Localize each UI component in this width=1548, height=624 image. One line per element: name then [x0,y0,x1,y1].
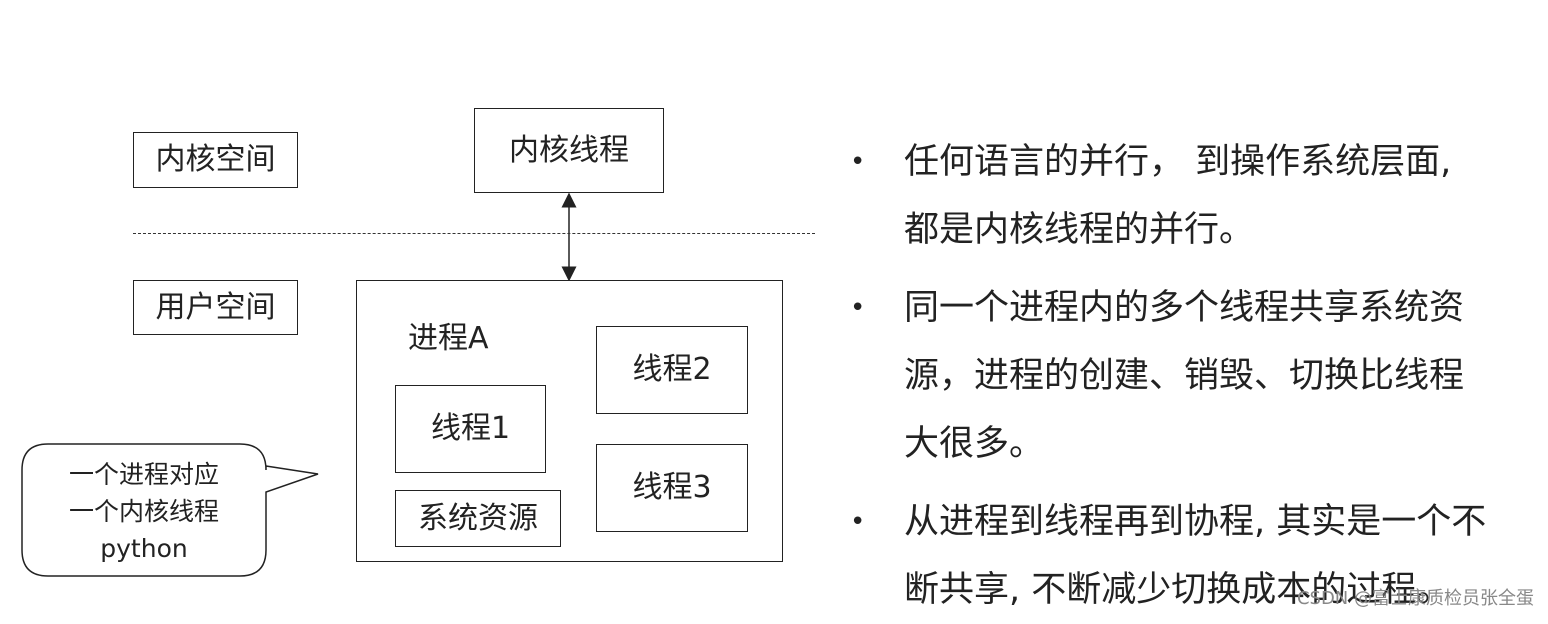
user-space-box: 用户空间 [133,280,298,335]
kernel-thread-label: 内核线程 [509,132,629,168]
kernel-user-divider [133,233,815,234]
callout-text: 一个进程对应 一个内核线程 python [22,456,266,567]
bullet-item: • 从进程到线程再到协程, 其实是一个不断共享, 不断减少切换成本的过程。 [850,488,1490,624]
kernel-thread-box: 内核线程 [474,108,664,193]
kernel-space-box: 内核空间 [133,132,298,188]
bullet-dot-icon: • [850,293,866,323]
thread2-box: 线程2 [596,326,748,414]
bullet-item: • 同一个进程内的多个线程共享系统资源，进程的创建、销毁、切换比线程大很多。 [850,274,1490,478]
callout-line-3: python [100,534,188,563]
bullet-dot-icon: • [850,507,866,537]
thread3-box: 线程3 [596,444,748,532]
thread1-box: 线程1 [395,385,546,473]
thread1-label: 线程1 [430,411,511,446]
callout-bubble [21,443,319,577]
system-resources-label: 系统资源 [418,500,538,536]
thread2-label: 线程2 [632,352,712,387]
thread3-label: 线程3 [632,470,712,505]
bullet-text: 从进程到线程再到协程, 其实是一个不断共享, 不断减少切换成本的过程。 [904,502,1487,610]
kernel-space-label: 内核空间 [155,142,276,177]
bullet-dot-icon: • [850,147,866,177]
system-resources-box: 系统资源 [395,490,561,547]
callout-line-1: 一个进程对应 [68,460,219,489]
watermark: CSDN @富士康质检员张全蛋 [1296,588,1534,609]
bullet-item: • 任何语言的并行， 到操作系统层面, 都是内核线程的并行。 [850,128,1490,264]
bullet-text: 任何语言的并行， 到操作系统层面, 都是内核线程的并行。 [904,142,1452,250]
callout-line-2: 一个内核线程 [68,497,219,526]
bullet-list: • 任何语言的并行， 到操作系统层面, 都是内核线程的并行。 • 同一个进程内的… [850,128,1490,624]
user-space-label: 用户空间 [155,289,276,325]
bullet-text: 同一个进程内的多个线程共享系统资源，进程的创建、销毁、切换比线程大很多。 [904,288,1465,464]
process-label: 进程A [408,321,489,356]
